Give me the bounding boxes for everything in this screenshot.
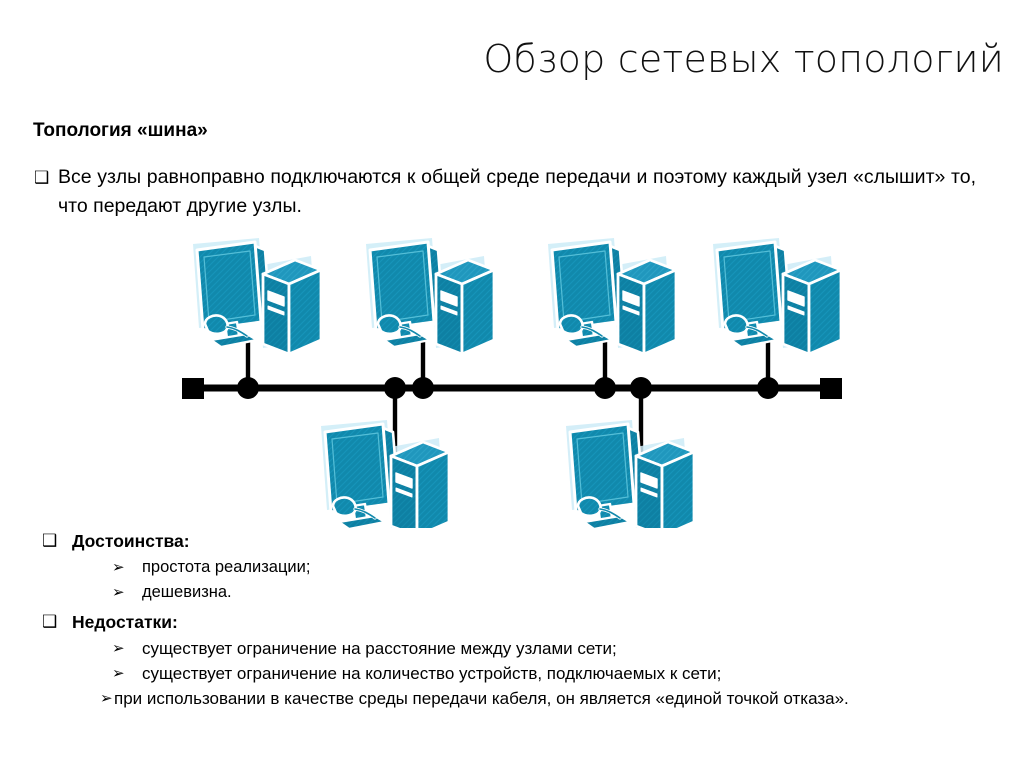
arrow-bullet-icon: ➢ <box>112 640 125 657</box>
intro-text: Все узлы равноправно подключаются к обще… <box>58 166 976 217</box>
arrow-bullet-icon: ➢ <box>112 559 125 576</box>
square-bullet-icon: ❑ <box>42 612 58 631</box>
intro-bullet-row: ❑ Все узлы равноправно подключаются к об… <box>34 163 984 221</box>
advantage-item-text: простота реализации; <box>142 558 311 576</box>
disadvantage-item-text: при использовании в качестве среды перед… <box>114 689 849 708</box>
bus-node-2 <box>384 377 406 399</box>
intro-block: ❑ Все узлы равноправно подключаются к об… <box>34 163 984 221</box>
advantages-heading-row: ❑ Достоинства: <box>42 528 1002 554</box>
computer-top-1 <box>191 236 323 356</box>
page-title: Обзор сетевых топологий <box>483 37 1004 81</box>
computer-top-4 <box>711 236 843 356</box>
lists-block: ❑ Достоинства: ➢ простота реализации; ➢ … <box>42 528 1002 711</box>
bus-terminator-right <box>820 378 842 399</box>
list-item: ➢ простота реализации; <box>112 555 1002 580</box>
computer-bottom-1 <box>319 418 451 538</box>
list-item: ➢ дешевизна. <box>112 580 1002 605</box>
computer-top-3 <box>546 236 678 356</box>
bus-terminator-left <box>182 378 204 399</box>
advantages-heading: Достоинства: <box>72 531 190 551</box>
list-item: ➢ существует ограничение на расстояние м… <box>112 636 1002 661</box>
arrow-bullet-icon: ➢ <box>100 690 113 707</box>
disadvantage-item-text: существует ограничение на количество уст… <box>142 664 722 683</box>
arrow-bullet-icon: ➢ <box>112 665 125 682</box>
bus-node-6 <box>757 377 779 399</box>
bus-node-4 <box>594 377 616 399</box>
square-bullet-icon: ❑ <box>42 531 58 550</box>
arrow-bullet-icon: ➢ <box>112 584 125 601</box>
list-item: ➢ при использовании в качестве среды пер… <box>100 686 1002 711</box>
advantage-item-text: дешевизна. <box>142 583 232 601</box>
disadvantages-heading: Недостатки: <box>72 612 178 632</box>
disadvantage-item-text: существует ограничение на расстояние меж… <box>142 639 617 658</box>
square-bullet-icon: ❑ <box>34 168 50 187</box>
section-heading: Топология «шина» <box>33 120 208 141</box>
list-item: ➢ существует ограничение на количество у… <box>112 661 1002 686</box>
bus-node-1 <box>237 377 259 399</box>
computer-bottom-2 <box>564 418 696 538</box>
bus-topology-svg <box>182 236 843 538</box>
computer-top-2 <box>364 236 496 356</box>
bus-node-5 <box>630 377 652 399</box>
disadvantages-heading-row: ❑ Недостатки: <box>42 609 1002 635</box>
bus-node-3 <box>412 377 434 399</box>
bus-topology-diagram <box>0 228 1024 538</box>
